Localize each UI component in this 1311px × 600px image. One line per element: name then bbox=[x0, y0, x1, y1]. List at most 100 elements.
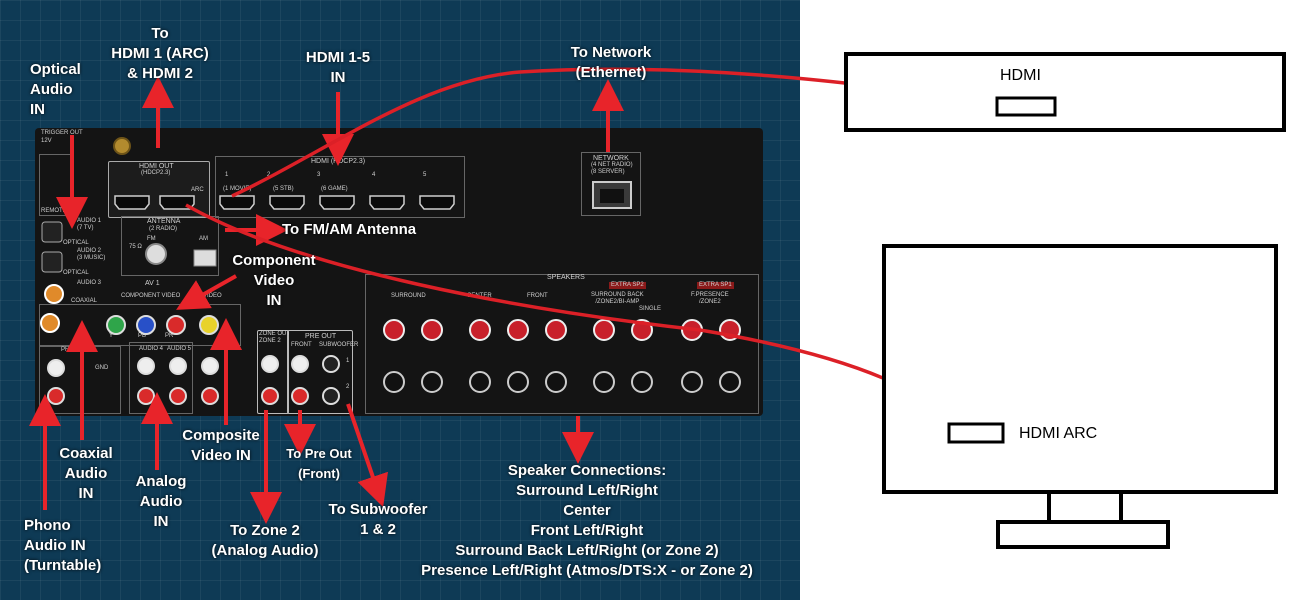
pb-label: PB bbox=[138, 333, 147, 339]
hdmi-1-note: (1 MOVIE) bbox=[223, 186, 252, 192]
extra-sp1-label: EXTRA SP1 bbox=[697, 282, 734, 289]
optical-label-1: OPTICAL bbox=[63, 240, 89, 246]
ethernet-port-jack bbox=[600, 189, 624, 203]
speaker-terminals-black bbox=[383, 371, 741, 393]
hdmi-in-callout: HDMI 1-5 IN bbox=[305, 49, 371, 86]
front-right-red-terminal bbox=[545, 319, 567, 341]
network-section bbox=[581, 152, 641, 216]
am-label: AM bbox=[199, 236, 208, 242]
component-y-jack bbox=[106, 315, 126, 335]
subwoofer-callout: To Subwoofer 1 & 2 bbox=[328, 501, 428, 538]
coaxial-jack-3 bbox=[44, 284, 64, 304]
av1-label: AV 1 bbox=[145, 280, 160, 287]
tv-hdmi-arc-label: HDMI ARC bbox=[1019, 425, 1098, 442]
pre-front-left-jack bbox=[291, 355, 309, 373]
trigger-label: TRIGGER OUT bbox=[41, 130, 83, 136]
audio4-label: AUDIO 4 bbox=[139, 346, 164, 352]
pre-out-label: PRE OUT bbox=[305, 333, 337, 340]
single-label: SINGLE bbox=[639, 306, 662, 312]
ohm-label: 75 Ω bbox=[129, 244, 142, 250]
audio5-right-jack bbox=[169, 387, 187, 405]
callout-arrows bbox=[29, 76, 624, 524]
preout-section bbox=[287, 330, 353, 414]
video-label: VIDEO bbox=[203, 293, 222, 299]
source-hdmi-port bbox=[995, 96, 1057, 117]
audio5-label: AUDIO 5 bbox=[167, 346, 192, 352]
receiver-back-panel: TRIGGER OUT 12V REMOTE HDMI OUT (HDCP2.3… bbox=[35, 128, 763, 416]
tv-stand-neck bbox=[1047, 490, 1123, 524]
analog-callout: Analog Audio IN bbox=[135, 473, 187, 530]
hdmi-port-2-label: 2 bbox=[267, 172, 271, 178]
pre-front-right-jack bbox=[291, 387, 309, 405]
optical-port-2 bbox=[41, 251, 63, 273]
optical-label-2: OPTICAL bbox=[63, 270, 89, 276]
phono-left-jack bbox=[47, 359, 65, 377]
hdmi-port-4-label: 4 bbox=[372, 172, 376, 178]
arc-label: ARC bbox=[191, 187, 204, 193]
phono-callout: Phono Audio IN (Turntable) bbox=[24, 517, 102, 574]
audio5-left-jack bbox=[169, 357, 187, 375]
center-black-terminal bbox=[469, 371, 491, 393]
surround-left-black-terminal bbox=[383, 371, 405, 393]
composite-callout: Composite Video IN bbox=[182, 427, 260, 464]
antenna-label: ANTENNA bbox=[147, 218, 181, 225]
hdmi-out-ports bbox=[114, 195, 195, 210]
subwoofer-2-jack bbox=[322, 387, 340, 405]
hdmi-port-5-label: 5 bbox=[423, 172, 427, 178]
hdmi-port-3-label: 3 bbox=[317, 172, 321, 178]
coaxial-jack-av1 bbox=[40, 313, 60, 333]
speakers-callout: Speaker Connections: Surround Left/Right… bbox=[421, 462, 753, 579]
speakers-section bbox=[365, 274, 759, 414]
speaker-terminals bbox=[383, 319, 741, 393]
component-arrow bbox=[176, 274, 237, 310]
source-hdmi-label: HDMI bbox=[1000, 67, 1041, 84]
network-callout: To Network (Ethernet) bbox=[570, 44, 652, 81]
coaxial-label: COAXIAL bbox=[71, 298, 98, 304]
audio2-label: AUDIO 2 (3 MUSIC) bbox=[77, 248, 106, 261]
presence-left-black-terminal bbox=[681, 371, 703, 393]
subwoofer-1-jack bbox=[322, 355, 340, 373]
source-device bbox=[844, 52, 1286, 132]
front-label: FRONT bbox=[527, 293, 548, 299]
remote-label: REMOTE bbox=[41, 208, 67, 214]
component-pr-jack bbox=[166, 315, 186, 335]
sub-1-label: 1 bbox=[346, 358, 350, 364]
surround-left-red-terminal bbox=[383, 319, 405, 341]
front-left-red-terminal bbox=[507, 319, 529, 341]
coaxial-callout: Coaxial Audio IN bbox=[59, 445, 113, 502]
gnd-label: GND bbox=[95, 365, 109, 371]
subwoofer-panel-label: SUBWOOFER bbox=[319, 342, 359, 348]
radio-label: (2 RADIO) bbox=[149, 226, 178, 232]
fm-connector bbox=[145, 243, 167, 265]
network-label: NETWORK bbox=[593, 155, 629, 162]
preout-callout: To Pre Out (Front) bbox=[286, 446, 352, 481]
center-red-terminal bbox=[469, 319, 491, 341]
sub-2-label: 2 bbox=[346, 384, 350, 390]
pr-label: PR bbox=[165, 333, 174, 339]
audio4-right-jack bbox=[137, 387, 155, 405]
optical-port-1 bbox=[41, 221, 63, 243]
antenna-section bbox=[121, 216, 219, 276]
surround-right-black-terminal bbox=[421, 371, 443, 393]
hdmi-out-port-2 bbox=[114, 195, 150, 210]
zone2-right-jack bbox=[261, 387, 279, 405]
surround-back-left-black-terminal bbox=[593, 371, 615, 393]
hdmi-in-port-2 bbox=[269, 195, 305, 210]
surround-right-red-terminal bbox=[421, 319, 443, 341]
fm-label: FM bbox=[147, 236, 156, 242]
optical-callout: Optical Audio IN bbox=[30, 61, 81, 118]
surround-back-label: SURROUND BACK /ZONE2/BI-AMP bbox=[591, 292, 644, 305]
video-av-right-jack bbox=[201, 387, 219, 405]
hdmi-3-note: (6 GAME) bbox=[321, 186, 348, 192]
surround-label: SURROUND bbox=[391, 293, 426, 299]
audio4-left-jack bbox=[137, 357, 155, 375]
network-note: (4 NET RADIO) (8 SERVER) bbox=[591, 162, 633, 175]
zone2-section bbox=[257, 330, 289, 414]
pre-front-label: FRONT bbox=[291, 342, 312, 348]
composite-video-jack bbox=[199, 315, 219, 335]
surround-back-left-red-terminal bbox=[593, 319, 615, 341]
hdmi-out-callout: To HDMI 1 (ARC) & HDMI 2 bbox=[111, 25, 209, 82]
hdmi-in-ports bbox=[219, 195, 455, 210]
component-video-label: COMPONENT VIDEO bbox=[121, 293, 181, 299]
